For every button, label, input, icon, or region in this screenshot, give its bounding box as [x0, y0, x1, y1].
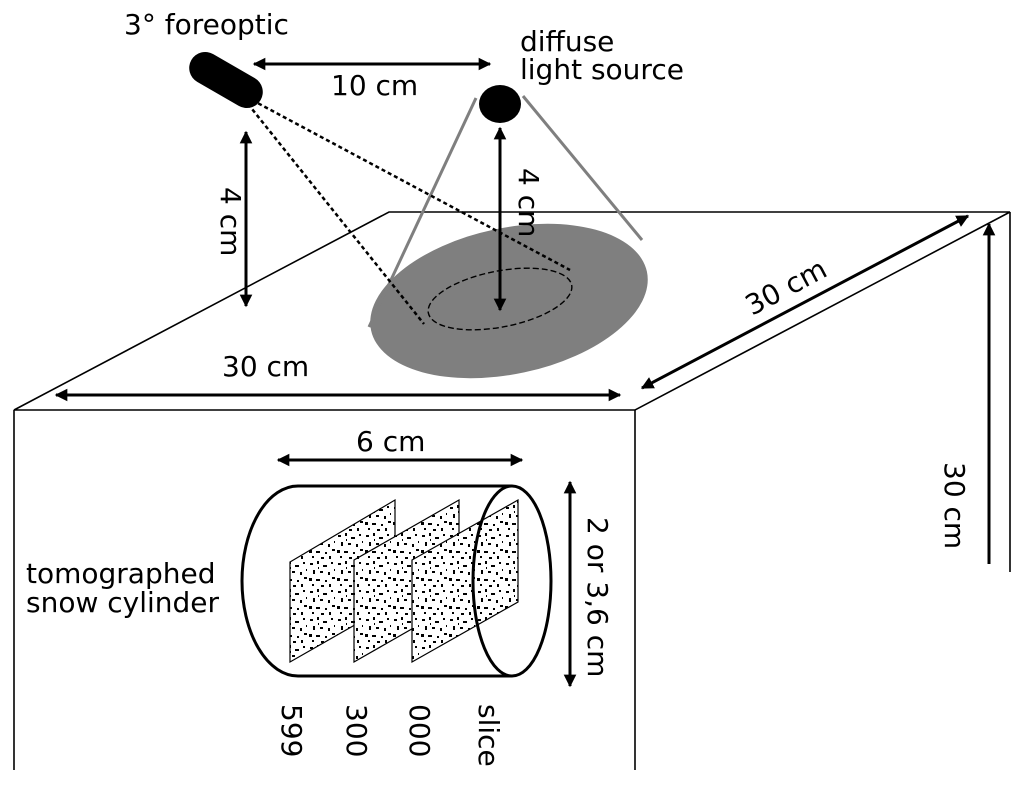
slice-300-label: 300	[340, 704, 373, 757]
slice-000-label: 000	[403, 704, 436, 757]
light-source-label-line2: light source	[520, 53, 684, 86]
light-cone-left	[367, 97, 478, 328]
cylinder-end-cap	[471, 484, 553, 678]
box-height-label: 30 cm	[938, 462, 971, 549]
dist-horizontal-label: 10 cm	[331, 69, 418, 102]
light-source-icon	[479, 85, 521, 123]
sample-box	[13, 211, 1011, 770]
snow-cylinder	[240, 484, 553, 678]
box-width-label: 30 cm	[222, 350, 309, 383]
illuminated-area	[370, 223, 648, 379]
cylinder-label-line1: tomographed	[26, 557, 215, 590]
field-of-view-left	[247, 103, 425, 325]
light-cone-right	[521, 95, 644, 241]
cylinder-label-line2: snow cylinder	[26, 586, 220, 619]
cyl-length-label: 6 cm	[356, 425, 425, 458]
box-depth-arrow	[640, 214, 970, 390]
slice-599-label: 599	[275, 704, 308, 757]
field-of-view-spot	[427, 267, 573, 331]
foreoptic-icon	[189, 52, 263, 108]
source-height-label: 4 cm	[512, 168, 545, 237]
foreoptic-height-label: 4 cm	[214, 187, 247, 256]
light-source-label-line1: diffuse	[520, 25, 614, 58]
foreoptic-label: 3° foreoptic	[124, 8, 289, 41]
cylinder-body	[240, 484, 512, 678]
cyl-diameter-label: 2 or 3,6 cm	[581, 517, 614, 677]
slice-word-label: slice	[472, 704, 505, 767]
